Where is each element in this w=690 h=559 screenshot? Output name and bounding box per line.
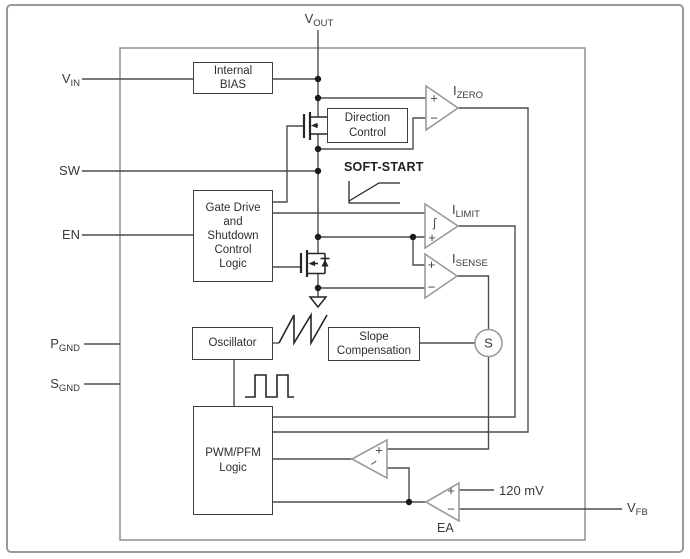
soft-start-label: SOFT-START [344,160,424,174]
summing-node-label: S [484,336,493,351]
isense-label: ISENSE [452,251,488,269]
pin-label-en: EN [36,227,80,242]
body-diode-icon [321,259,329,267]
pin-sub: FB [635,506,648,518]
label-base: I [452,202,456,217]
pin-base: SW [59,163,80,178]
pin-label-vin: VIN [36,71,81,89]
ilimit-softstart-mark: ʃ [432,218,437,230]
block-text: Slope [359,330,389,343]
pwmcomp-plus-sign: + [375,443,383,458]
ilimit-comparator: ʃ + [424,202,460,250]
pin-sub: GND [58,342,80,354]
ref-120mv-label: 120 mV [499,483,544,498]
block-text: PWM/PFM [205,447,261,460]
slope-compensation-block: Slope Compensation [328,327,420,361]
ea-plus-sign: + [447,483,455,498]
gate-drive-block: Gate Drive and Shutdown Control Logic [193,190,273,282]
label-base: I [452,251,456,266]
clock-waveform-icon [245,374,294,398]
sawtooth-waveform-icon [278,312,328,347]
pin-label-sgnd: SGND [26,376,80,394]
chip-boundary [119,47,586,541]
block-text: Oscillator [208,337,257,350]
block-text: Logic [219,258,247,271]
label-sub: SENSE [455,257,488,269]
block-text: Internal [213,64,253,77]
block-text: Logic [219,461,247,474]
nmos-transistor [299,250,330,277]
error-amplifier: + − [424,481,460,523]
wires [82,30,622,510]
izero-label: IZERO [453,83,484,101]
oscillator-block: Oscillator [192,327,273,360]
internal-bias-block: Internal BIAS [193,62,273,94]
block-text: Control [214,244,252,256]
direction-control-block: Direction Control [327,108,408,143]
izero-plus-sign: + [430,91,438,106]
pin-base: V [627,500,636,515]
ilimit-out-wire [273,225,516,418]
izero-minus-sign: − [430,111,438,126]
block-text: Shutdown [207,229,259,242]
block-text: BIAS [219,79,247,91]
ea-minus-sign: − [447,502,455,517]
nmos-body-arrow [308,260,315,267]
ilimit-label: ILIMIT [452,202,480,220]
pmos-transistor [302,112,327,140]
ea-label: EA [437,521,454,535]
pin-base: S [50,376,59,391]
pin-base: EN [61,227,80,242]
soft-start-ramp-icon [348,181,400,204]
block-text: Gate Drive [205,201,261,214]
label-sub: ZERO [456,89,484,101]
izero-comparator: + − [425,84,460,132]
label-sub: LIMIT [455,208,480,220]
pmos-gate-wire [273,125,304,203]
isense-minus-sign: − [428,280,436,295]
pin-label-sw: SW [36,163,80,178]
junction-dots [314,75,417,506]
summing-node: S [474,328,503,358]
ilimit-plus-sign: + [428,230,436,245]
label-base: I [453,83,457,98]
isense-comparator: + − [424,252,459,300]
pin-sub: OUT [313,17,334,29]
izero-minus-wire [318,117,426,150]
pwm-pfm-logic-block: PWM/PFM Logic [193,406,273,515]
pin-base: V [304,11,314,26]
block-text: Control [348,126,387,139]
block-text: Direction [344,112,391,125]
pin-label-vfb: VFB [627,500,648,518]
pin-base: P [50,336,59,351]
figure-border [6,4,684,553]
ea-to-pwmcomp-wire [387,467,410,502]
block-text: Compensation [336,345,412,357]
block-text: and [223,215,243,228]
pwm-comparator: + ~ [350,438,388,480]
sum-to-pwmcomp-wire [387,356,490,450]
pin-base: V [61,71,71,86]
pin-sub: IN [70,77,81,89]
isense-plus-sign: + [428,257,436,272]
pmos-body-arrow [311,122,318,129]
izero-out-wire [273,107,529,433]
isense-out-wire [457,275,490,330]
ground-icon [308,296,328,309]
pin-sub: GND [58,382,80,394]
pin-label-vout: VOUT [296,11,342,29]
pin-label-pgnd: PGND [26,336,80,354]
isense-plus-wire [412,237,425,266]
